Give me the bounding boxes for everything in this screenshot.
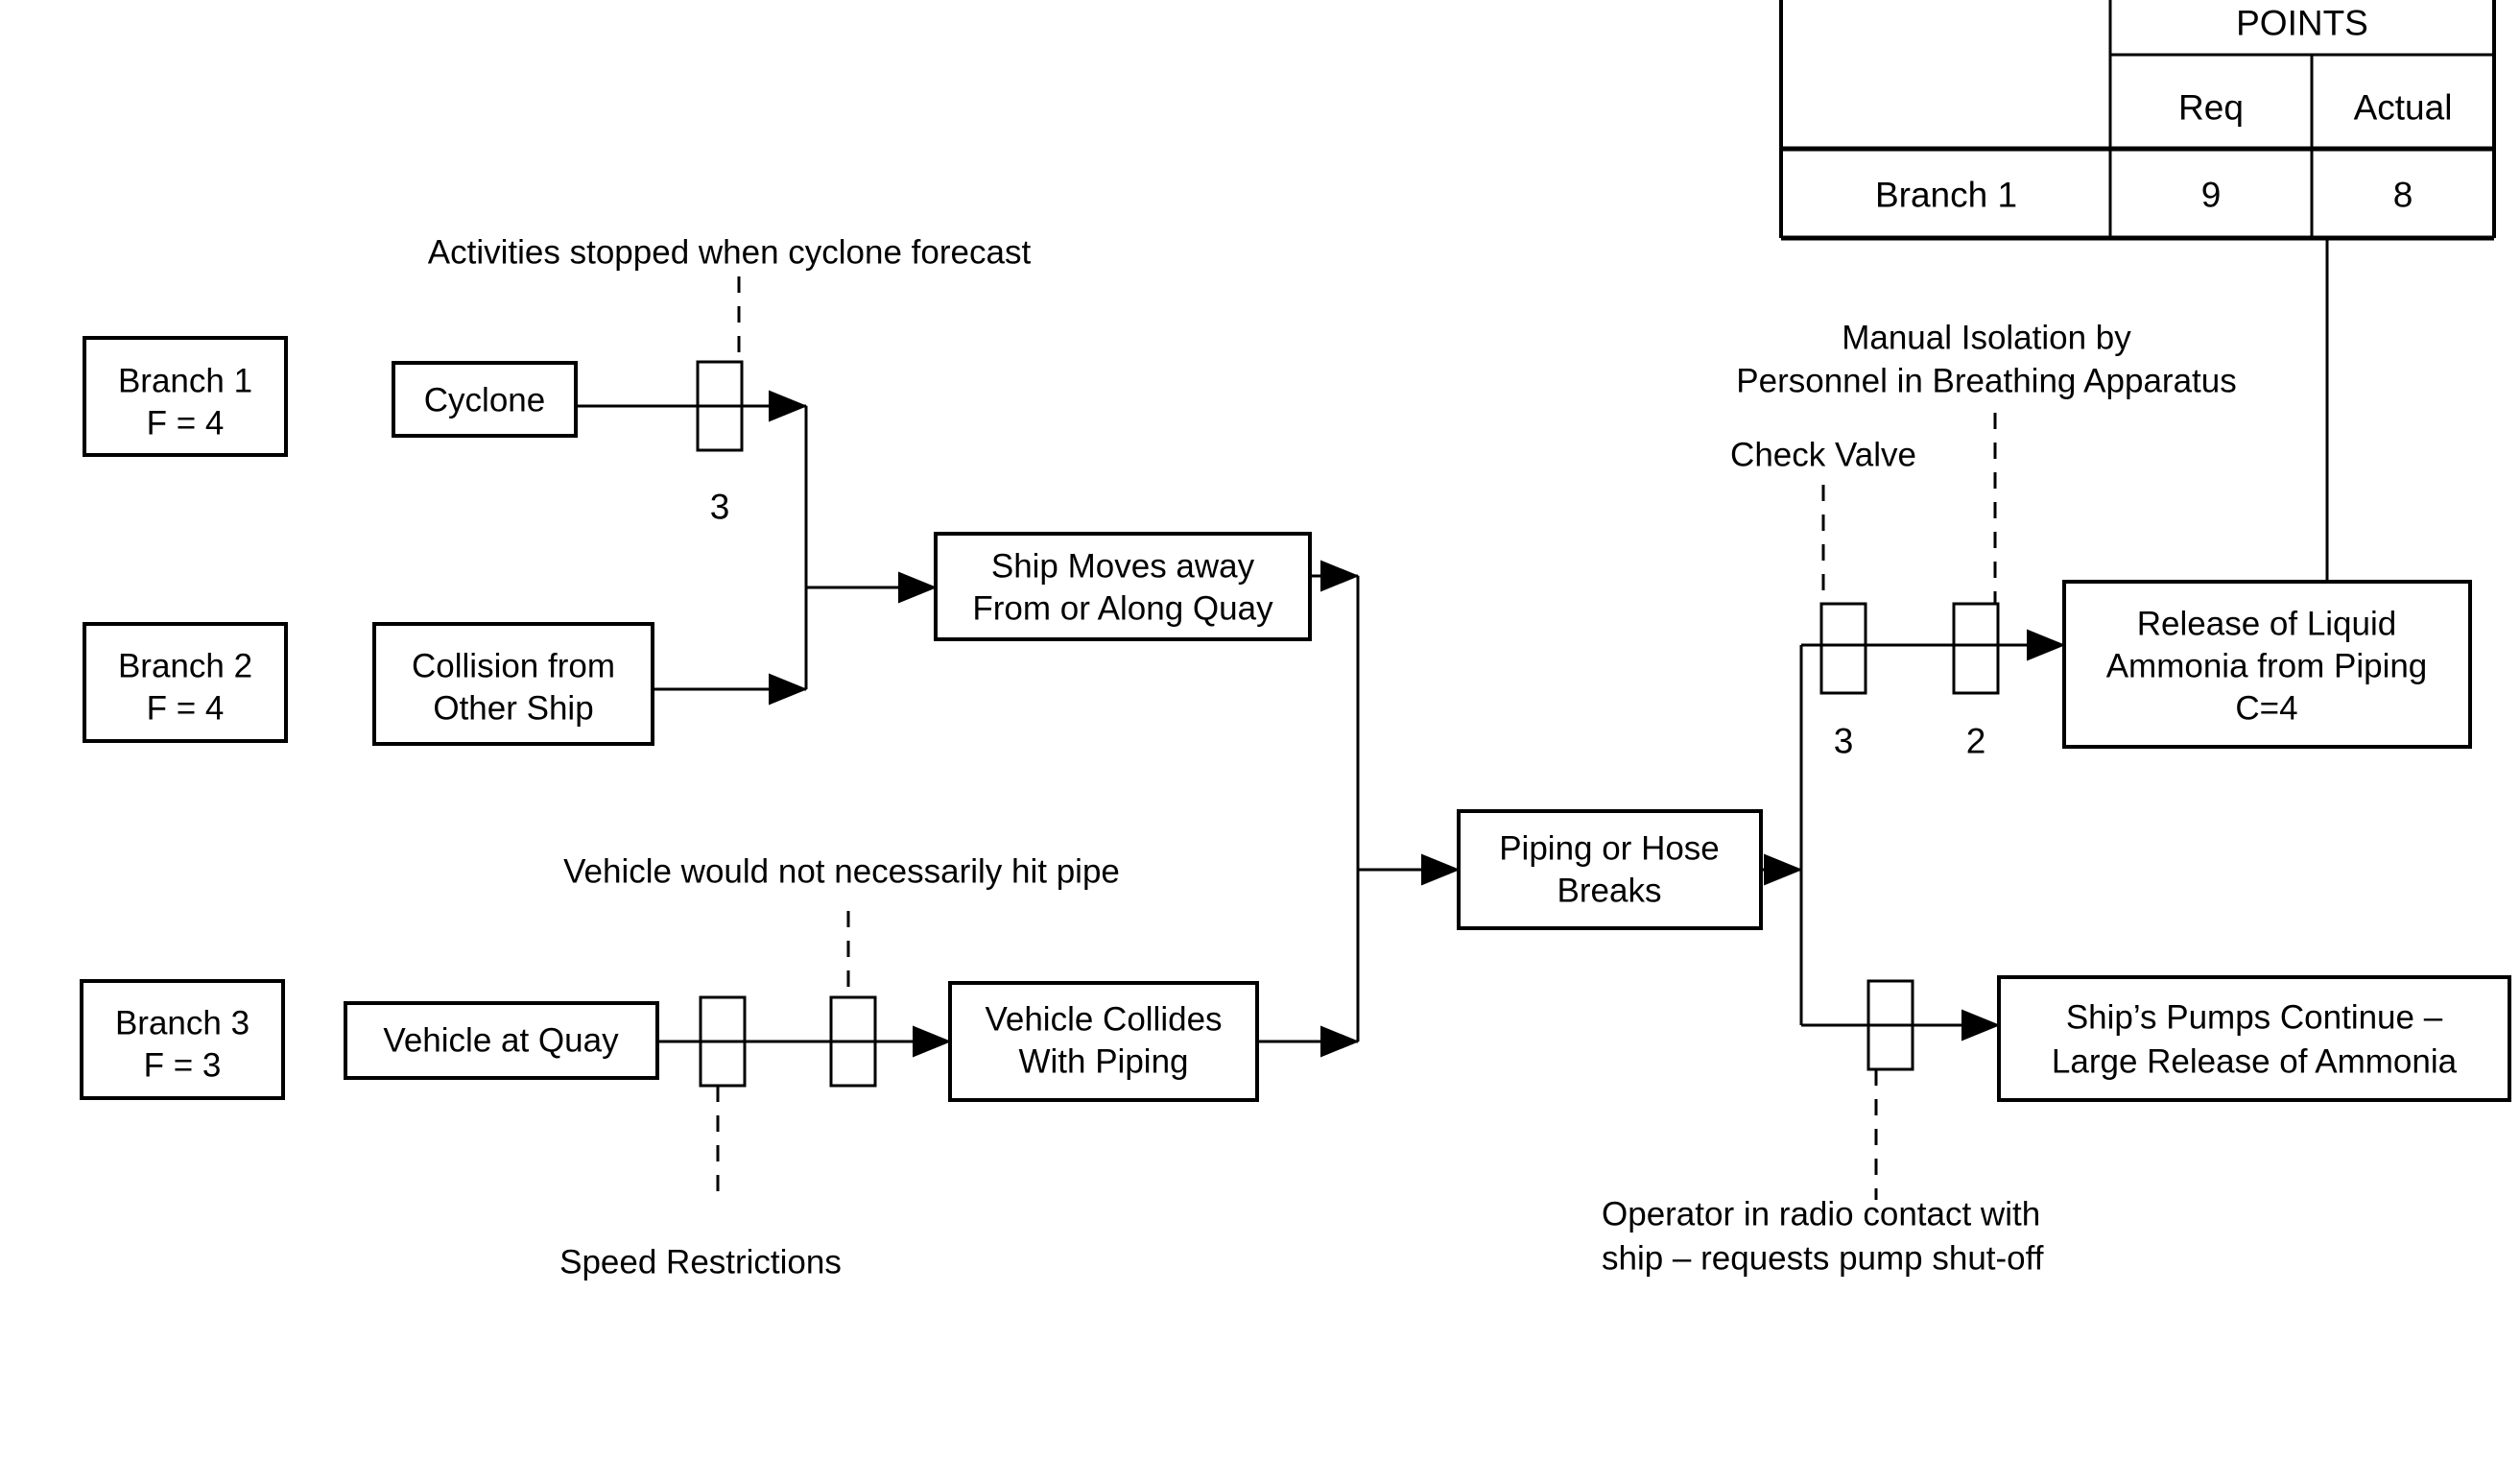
cyclone-barrier bbox=[696, 360, 744, 452]
branch1-box bbox=[83, 336, 288, 457]
branch2-box bbox=[83, 622, 288, 743]
ship-moves-box bbox=[934, 532, 1312, 641]
collision-label-line2: Other Ship bbox=[433, 690, 593, 728]
table-actual-header: Actual bbox=[2354, 88, 2453, 128]
cyclone-barrier-points: 3 bbox=[710, 488, 730, 527]
release-label-line2: Ammonia from Piping bbox=[2106, 648, 2428, 685]
ship-moves-label-line2: From or Along Quay bbox=[972, 590, 1273, 628]
speed-restrictions-label: Speed Restrictions bbox=[559, 1244, 842, 1281]
manual-isolation-label-line1: Manual Isolation by bbox=[1842, 320, 2131, 357]
branch2-label-box: Branch 2 F = 4 bbox=[83, 622, 288, 743]
branch1-label-box: Branch 1 F = 4 bbox=[83, 336, 288, 457]
speed-restrictions-barrier bbox=[699, 995, 747, 1088]
vehicle-at-quay-label: Vehicle at Quay bbox=[383, 1022, 619, 1060]
release-box bbox=[2062, 580, 2472, 749]
manual-isolation-label-line2: Personnel in Breathing Apparatus bbox=[1736, 363, 2236, 400]
piping-breaks-label-line1: Piping or Hose bbox=[1499, 830, 1720, 868]
release-label-line1: Release of Liquid bbox=[2137, 606, 2396, 643]
vehicle-at-quay-box bbox=[344, 1001, 659, 1080]
release-label-line3: C=4 bbox=[2235, 690, 2297, 728]
branch1-frequency: F = 4 bbox=[147, 405, 225, 443]
cyclone-note: Activities stopped when cyclone forecast bbox=[428, 234, 1032, 272]
table-req-header: Req bbox=[2178, 88, 2244, 128]
check-valve-barrier bbox=[1819, 602, 1867, 695]
cyclone-box bbox=[392, 361, 578, 438]
branch1-name: Branch 1 bbox=[118, 363, 252, 400]
ship-moves-event: Ship Moves away From or Along Quay bbox=[934, 532, 1312, 641]
pumps-label-line2: Large Release of Ammonia bbox=[2052, 1043, 2458, 1081]
vehicle-collides-label-line2: With Piping bbox=[1018, 1043, 1188, 1081]
piping-breaks-label-line2: Breaks bbox=[1557, 873, 1662, 910]
manual-isolation-points: 2 bbox=[1966, 722, 1986, 761]
annotations: Activities stopped when cyclone forecast… bbox=[428, 234, 2237, 1281]
barrier-symbols bbox=[696, 360, 2000, 1088]
collision-label-line1: Collision from bbox=[412, 648, 615, 685]
manual-isolation-barrier bbox=[1952, 602, 2000, 695]
branch3-name: Branch 3 bbox=[115, 1005, 250, 1042]
ship-moves-label-line1: Ship Moves away bbox=[991, 548, 1255, 586]
table-actual-value: 8 bbox=[2393, 176, 2413, 215]
collision-event: Collision from Other Ship bbox=[372, 622, 654, 746]
annotation-leaders bbox=[716, 276, 1997, 1200]
check-valve-label: Check Valve bbox=[1730, 437, 1916, 474]
vehicle-collides-box bbox=[948, 981, 1259, 1102]
points-table: POINTS Req Actual Branch 1 9 8 bbox=[1779, 0, 2496, 582]
vehicle-collides-event: Vehicle Collides With Piping bbox=[948, 981, 1259, 1102]
branch3-frequency: F = 3 bbox=[144, 1047, 222, 1085]
pumps-box bbox=[1997, 975, 2511, 1102]
operator-note-line1: Operator in radio contact with bbox=[1602, 1196, 2040, 1233]
branch3-box bbox=[80, 979, 285, 1100]
piping-breaks-event: Piping or Hose Breaks bbox=[1457, 809, 1763, 930]
vehicle-hit-barrier bbox=[829, 995, 877, 1088]
vehicle-at-quay-event: Vehicle at Quay bbox=[344, 1001, 659, 1080]
branch3-label-box: Branch 3 F = 3 bbox=[80, 979, 285, 1100]
cyclone-label: Cyclone bbox=[424, 382, 545, 419]
piping-breaks-box bbox=[1457, 809, 1763, 930]
branch2-frequency: F = 4 bbox=[147, 690, 225, 728]
table-row-label: Branch 1 bbox=[1875, 176, 2017, 215]
table-points-header: POINTS bbox=[2236, 4, 2368, 43]
vehicle-collides-label-line1: Vehicle Collides bbox=[985, 1001, 1222, 1039]
release-outcome: Release of Liquid Ammonia from Piping C=… bbox=[2062, 580, 2472, 749]
pumps-label-line1: Ship’s Pumps Continue – bbox=[2066, 999, 2443, 1037]
check-valve-points: 3 bbox=[1834, 722, 1854, 761]
vehicle-note: Vehicle would not necessarily hit pipe bbox=[563, 853, 1120, 891]
cyclone-event: Cyclone bbox=[392, 361, 578, 438]
connector-lines bbox=[576, 390, 2066, 1058]
pumps-outcome: Ship’s Pumps Continue – Large Release of… bbox=[1997, 975, 2511, 1102]
table-req-value: 9 bbox=[2201, 176, 2222, 215]
operator-note-line2: ship – requests pump shut-off bbox=[1602, 1240, 2044, 1278]
operator-barrier bbox=[1866, 979, 1914, 1071]
branch2-name: Branch 2 bbox=[118, 648, 252, 685]
collision-box bbox=[372, 622, 654, 746]
